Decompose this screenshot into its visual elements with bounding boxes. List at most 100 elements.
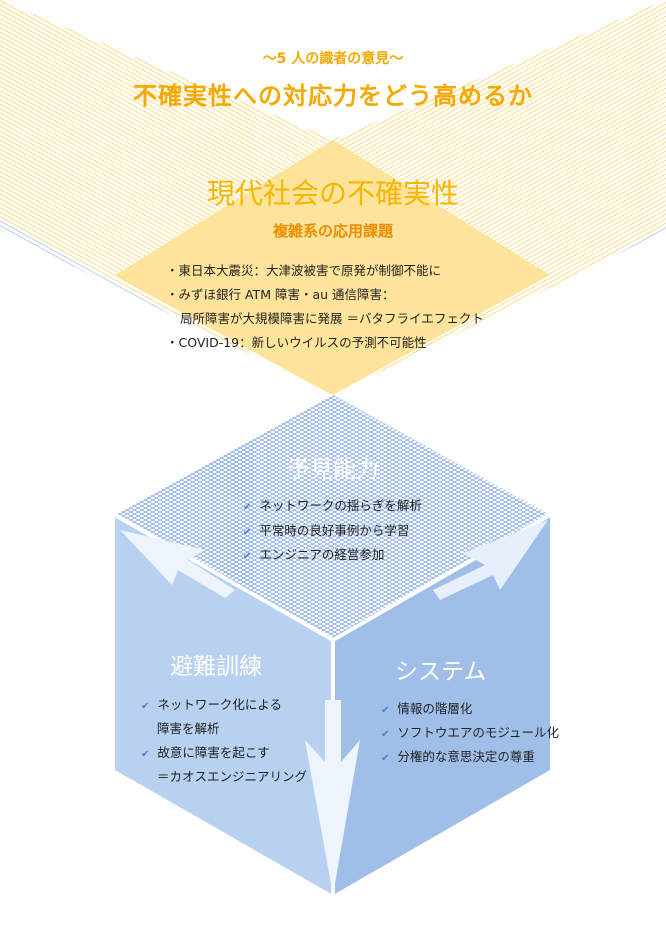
stripe-line (115, 395, 366, 534)
stripe-line (276, 489, 550, 640)
foresight-item: ✔ ネットワークの揺らぎを解析 (243, 495, 422, 514)
check-icon: ✔ (243, 502, 252, 513)
uncertainty-bullet: ・COVID-19：新しいウイルスの予測不可能性 (166, 335, 427, 350)
stripe-line (647, 384, 666, 395)
system-item: ✔情報の階層化 (381, 698, 472, 717)
stripe-line (187, 0, 333, 81)
stripe-line (261, 481, 550, 640)
stripe-line (333, 0, 385, 29)
stripe-line (115, 395, 337, 518)
stripe-line (268, 0, 333, 36)
drill-item-text: ネットワーク化による (157, 697, 283, 712)
stripe-line (333, 15, 666, 200)
stripe-line (0, 13, 333, 198)
stripe-line (333, 20, 666, 205)
stripe-line (115, 510, 350, 640)
stripe-line (333, 6, 666, 191)
stripe-line (7, 0, 333, 180)
arrow-right-icon (433, 520, 548, 600)
stripe-line (631, 375, 666, 395)
stripe-line (317, 395, 550, 523)
stripe-line (317, 0, 333, 9)
foresight-item-text: ネットワークの揺らぎを解析 (259, 498, 422, 513)
stripe-line (476, 290, 666, 395)
stripe-line (582, 348, 666, 395)
stripe-line (508, 308, 666, 395)
drill-item-text: 故意に障害を起こす (157, 745, 270, 760)
stripe-line (333, 11, 666, 196)
stripe-line (517, 312, 666, 395)
stripe-line (0, 306, 162, 395)
stripe-line (566, 339, 666, 395)
stripe-line (115, 395, 417, 562)
stripe-line (72, 0, 333, 144)
stripe-line (252, 395, 550, 559)
stripe-line (0, 319, 137, 395)
stripe-line (115, 395, 403, 554)
stripe-line (115, 395, 344, 522)
stripe-line (115, 395, 410, 558)
stripe-line (0, 315, 145, 395)
check-icon: ✔ (243, 527, 252, 538)
stripe-line (0, 373, 39, 395)
stripe-line (333, 0, 410, 43)
stripe-line (239, 469, 550, 640)
arrow-left-icon (120, 530, 235, 598)
stripe-line (178, 0, 333, 86)
uncertainty-bullet: ・東日本大震災：大津波被害で原発が制御不能に (166, 263, 442, 278)
stripe-line (333, 0, 492, 88)
stripe-line (0, 292, 186, 395)
stripe-line (0, 288, 194, 395)
drill-item: ✔故意に障害を起こす (141, 742, 270, 761)
system-item-text: 情報の階層化 (397, 701, 473, 716)
stripe-line (115, 395, 388, 546)
system-item-text: 分権的な意思決定の尊重 (397, 749, 535, 764)
stripe-line (15, 0, 333, 176)
stripe-line (252, 0, 333, 45)
stripe-line (0, 0, 333, 185)
stripe-line (333, 0, 369, 20)
stripe-line (333, 2, 666, 187)
stripe-line (115, 474, 415, 640)
stripe-line (115, 395, 432, 570)
stripe-line (0, 387, 14, 395)
stripe-line (333, 0, 361, 16)
stripe-line (333, 0, 606, 151)
stripe-line (333, 0, 426, 52)
stripe-line (484, 294, 666, 395)
foresight-item-text: 平常時の良好事例から学習 (259, 523, 410, 538)
stripe-line (0, 324, 129, 395)
stripe-line (310, 395, 550, 527)
stripe-line (333, 0, 418, 47)
stripe-line (260, 0, 333, 41)
stripe-line (333, 0, 344, 7)
stripe-line (268, 485, 550, 640)
check-icon: ✔ (381, 753, 390, 764)
stripe-line (656, 389, 666, 395)
stripe-line (115, 395, 352, 526)
stripe-line (288, 395, 550, 539)
stripe-line (333, 0, 402, 38)
stripe-line (245, 395, 550, 563)
stripe-line (0, 346, 88, 395)
stripe-line (0, 18, 333, 203)
stripe-line (115, 486, 393, 640)
stripe-line (0, 360, 63, 395)
stripe-line (639, 380, 666, 395)
uncertainty-bullet: 局所障害が大規模障害に発展 ＝バタフライエフェクト (180, 311, 484, 326)
stripe-line (115, 395, 395, 550)
foresight-item: ✔ 平常時の良好事例から学習 (243, 520, 409, 539)
stripe-line (296, 395, 550, 535)
stripe-line (115, 395, 373, 538)
stripe-line (0, 391, 6, 395)
stripe-line (0, 337, 104, 395)
stripe-line (333, 0, 663, 182)
foresight-item: ✔エンジニアの経営参加 (243, 544, 384, 563)
stripe-line (0, 301, 170, 395)
stripe-line (290, 497, 550, 640)
stripe-line (0, 382, 23, 395)
stripe-line (557, 335, 666, 395)
stripe-line (333, 0, 483, 83)
